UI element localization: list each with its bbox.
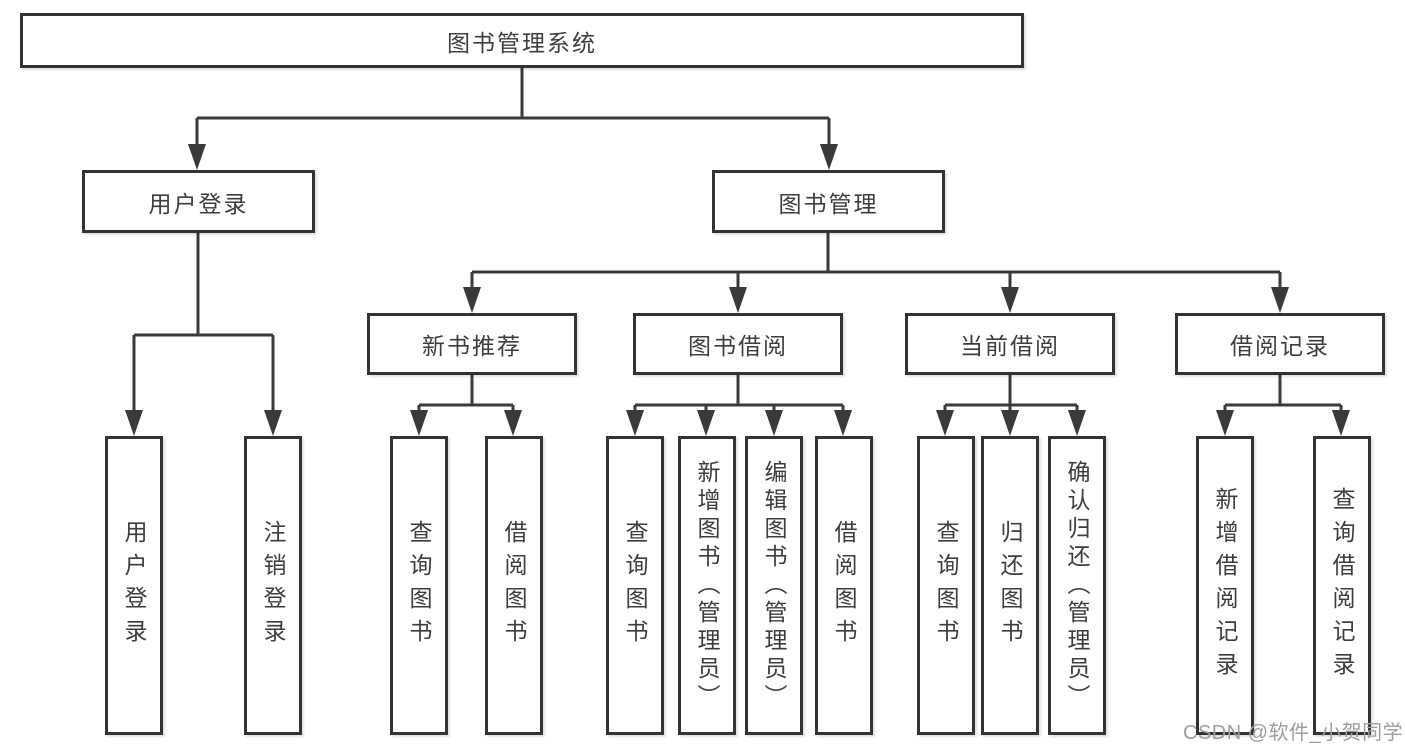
- node-new-book-recommendation: 新书推荐: [367, 313, 577, 375]
- node-book-borrowing: 图书借阅: [633, 313, 843, 375]
- csdn-watermark: CSDN @软件_小贺同学: [1183, 722, 1404, 744]
- connector-newbookrec-to-leaves: [410, 375, 522, 436]
- connector-userlogin-to-leaves: [125, 233, 282, 436]
- connector-bookmgmt-to-level3: [463, 233, 1289, 313]
- node-book-management: 图书管理: [712, 170, 945, 233]
- leaf-add-book-admin: 新增图书（管理员）: [678, 436, 736, 735]
- node-user-login: 用户登录: [82, 170, 315, 233]
- node-root-system: 图书管理系统: [20, 13, 1024, 68]
- connector-currentborrow-to-leaves: [936, 375, 1086, 436]
- leaf-query-books-current: 查询图书: [917, 436, 975, 735]
- connector-root-to-level2: [188, 68, 838, 170]
- connector-borrowrecord-to-leaves: [1216, 375, 1350, 436]
- leaf-query-books-borrow: 查询图书: [606, 436, 664, 735]
- leaf-borrow-books-borrow: 借阅图书: [815, 436, 873, 735]
- leaf-confirm-return-admin: 确认归还（管理员）: [1048, 436, 1106, 735]
- leaf-borrow-books-rec: 借阅图书: [485, 436, 543, 735]
- leaf-return-book: 归还图书: [981, 436, 1039, 735]
- leaf-query-borrow-record: 查询借阅记录: [1313, 436, 1371, 735]
- leaf-user-login: 用户登录: [105, 436, 163, 735]
- leaf-logout: 注销登录: [244, 436, 302, 735]
- leaf-edit-book-admin: 编辑图书（管理员）: [745, 436, 803, 735]
- node-current-borrowing: 当前借阅: [905, 313, 1115, 375]
- leaf-query-books-rec: 查询图书: [390, 436, 448, 735]
- connector-bookborrow-to-leaves: [626, 375, 852, 436]
- node-borrowing-records: 借阅记录: [1175, 313, 1385, 375]
- leaf-add-borrow-record: 新增借阅记录: [1196, 436, 1254, 735]
